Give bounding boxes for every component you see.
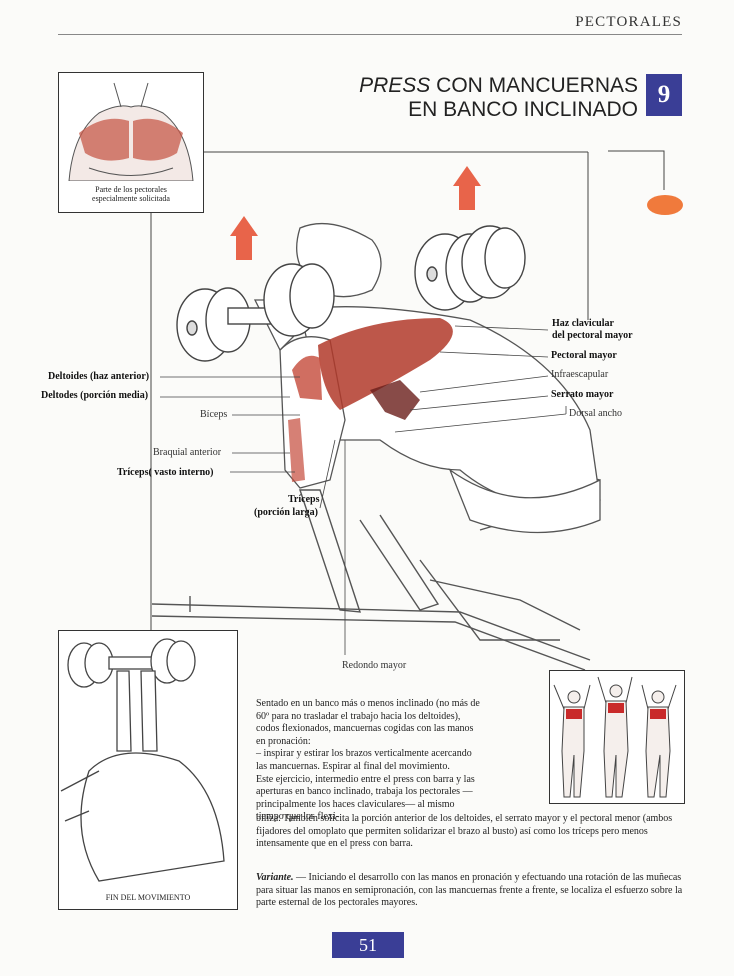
variante-label: Variante. [256,872,294,883]
paragraph-3a: Este ejercicio, intermedio entre el pres… [256,773,475,823]
label-infraescapular: Infraescapular [551,369,609,380]
label-triceps-line1: Tríceps [288,494,320,505]
end-position-drawing [60,638,225,882]
variante-text: Variante. — Iniciando el desarrollo con … [256,872,684,910]
connector-decoration [608,150,683,215]
variante-body: — Iniciando el desarrollo con las manos … [256,872,683,909]
section-title: PECTORALES [575,14,682,30]
label-braquial-anterior: Braquial anterior [153,447,222,458]
inset-figures [549,670,685,804]
label-triceps-line2: (porción larga) [254,507,318,518]
dumbbell-left-icon [176,263,335,362]
page-number: 51 [332,932,404,958]
inset-torso: Parte de los pectorales especialmente so… [58,72,204,213]
label-triceps-vasto: Tríceps( vasto interno) [117,467,214,478]
label-deltoides-media: Deltodes (porción media) [41,390,149,401]
label-triceps-porcion-larga: Tríceps [288,494,319,505]
dumbbell-right-icon [414,225,526,311]
title-italic: PRESS [359,74,431,97]
paragraph-2: – inspirar y estirar los brazos vertical… [256,748,472,772]
inset-end-of-movement: FIN DEL MOVIMIENTO [58,630,238,910]
highlighted-muscles [288,318,453,482]
inset-caption-line1: Parte de los pectorales [95,185,167,194]
title-line1: CON MANCUERNAS [430,74,638,97]
label-dorsal-ancho: Dorsal ancho [569,408,623,419]
arrow-up-icon [453,166,481,210]
title-line2: EN BANCO INCLINADO [408,98,638,121]
label-haz-clavicular: Haz clavicular [552,318,614,329]
inset-caption-line2: especialmente solicitada [92,194,170,203]
instructions-text-wide: biliza. También solicita la porción ante… [256,813,684,851]
torso-muscle-icon [68,82,194,181]
label-serrato-mayor: Serrato mayor [551,389,614,400]
paragraph-1: Sentado en un banco más o menos inclinad… [256,698,480,747]
paragraph-3b: biliza. También solicita la porción ante… [256,813,673,850]
label-deltoides-anterior: Deltoides (haz anterior) [48,371,150,382]
instructions-text: Sentado en un banco más o menos inclinad… [256,698,484,824]
label-biceps: Bíceps [200,409,228,420]
label-haz-clavicular-2: del pectoral mayor [552,330,633,341]
exercise-title: PRESS CON MANCUERNAS EN BANCO INCLINADO [359,74,638,122]
orange-dot-icon [647,195,683,215]
label-redondo-mayor: Redondo mayor [342,660,407,671]
exercise-number: 9 [646,74,682,116]
label-pectoral-mayor: Pectoral mayor [551,350,617,361]
inset-bottom-caption: FIN DEL MOVIMIENTO [105,893,191,902]
arrow-up-icon [230,216,258,260]
header-rule [58,34,682,35]
three-figures-icon [553,676,677,798]
